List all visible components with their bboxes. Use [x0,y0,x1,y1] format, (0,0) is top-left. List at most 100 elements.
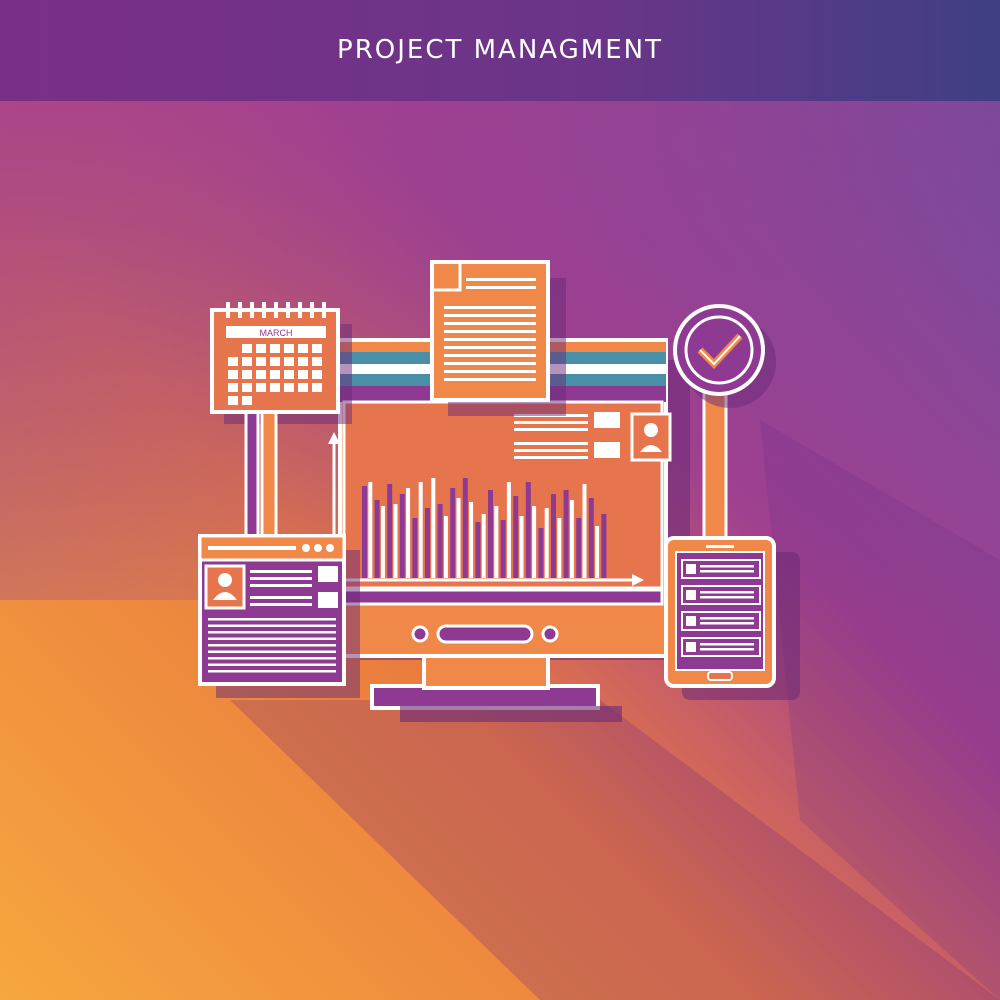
tablet-row-bullet [686,642,696,652]
calendar-month-label: MARCH [260,328,293,338]
calendar-day-cell [284,370,294,379]
calendar-day-cell [256,357,266,366]
calendar-day-cell [312,383,322,392]
tablet-row-bullet [686,564,696,574]
illustration-bar [425,508,430,578]
illustration-bar [374,500,380,578]
calendar-day-cell [284,357,294,366]
text-line [700,617,754,620]
illustration-bar [576,518,582,578]
tablet-row [681,559,761,579]
calendar-day-cell [256,370,266,379]
text-line [700,622,754,625]
tablet-row [681,637,761,657]
illustration-bar [418,482,423,578]
text-line [208,663,336,666]
illustration-bar [506,482,511,578]
illustration-bar [481,514,486,578]
text-line [208,657,336,660]
tablet-list-icon [664,536,800,700]
calendar-day-cell [228,357,238,366]
illustration-bar [513,496,519,578]
calendar-day-cell [284,344,294,353]
illustration-bar [488,490,493,578]
text-line [700,570,754,573]
text-line [208,637,336,640]
illustration-bar [362,486,367,578]
calendar-day-cell [242,383,252,392]
calendar-day-cell [256,344,266,353]
illustration-bar [595,526,600,578]
text-line [208,644,336,647]
illustration-bar [406,488,411,578]
illustration-bar [551,494,556,578]
illustration-bar [588,498,594,578]
profile-window-icon [198,534,360,698]
illustration-bar [601,514,607,578]
illustration-bar [437,504,443,578]
illustration-bar [500,520,506,578]
document-icon [430,260,566,416]
illustration-bar [412,518,418,578]
tablet-row [681,611,761,631]
calendar-day-cell [298,344,308,353]
text-line [208,650,336,653]
illustration-bar [563,490,569,578]
calendar-day-cell [298,370,308,379]
calendar-day-cell [312,357,322,366]
calendar-day-cell [228,396,238,405]
illustration-bar [469,502,474,578]
illustration-bar [443,516,448,578]
illustration-bar [387,484,393,578]
illustration-bar [456,498,461,578]
illustration-bar [525,482,531,578]
text-line [208,624,336,627]
calendar-day-cell [256,383,266,392]
text-line [208,670,336,673]
calendar-day-cell [284,383,294,392]
calendar-day-cell [242,370,252,379]
illustration-bar [399,494,405,578]
calendar-day-cell [242,396,252,405]
tablet-row [681,585,761,605]
calendar-day-cell [298,357,308,366]
illustration-bar [532,506,537,578]
tablet-row-bullet [686,616,696,626]
calendar-day-cell [242,344,252,353]
text-line [208,618,336,621]
text-line [700,591,754,594]
illustration-bar [538,528,544,578]
illustration-bar [450,488,456,578]
calendar-day-cell [270,344,280,353]
page-title: PROJECT MANAGMENT [337,34,663,65]
side-watermark [10,760,24,870]
calendar-icon: MARCH [210,302,352,542]
calendar-day-cell [270,383,280,392]
calendar-day-cell [228,383,238,392]
monitor-icon [338,338,690,722]
user-avatar-icon [630,412,672,462]
illustration-bar [494,506,499,578]
text-line [700,596,754,599]
text-line [700,648,754,651]
illustration-bar [544,508,549,578]
calendar-day-cell [312,370,322,379]
calendar-day-cell [228,370,238,379]
illustration-bar [368,482,373,578]
illustration-bar [569,500,574,578]
illustration-bar [519,516,524,578]
calendar-day-cell [270,370,280,379]
calendar-day-cell [270,357,280,366]
header-bar: PROJECT MANAGMENT [0,0,1000,101]
illustration-bar [475,522,481,578]
illustration-bar [557,518,562,578]
text-line [700,643,754,646]
calendar-day-cell [242,357,252,366]
tablet-row-bullet [686,590,696,600]
illustration-bar [380,506,385,578]
text-line [208,631,336,634]
illustration-bar [582,484,587,578]
calendar-day-cell [298,383,308,392]
bar-chart-icon [328,432,644,586]
